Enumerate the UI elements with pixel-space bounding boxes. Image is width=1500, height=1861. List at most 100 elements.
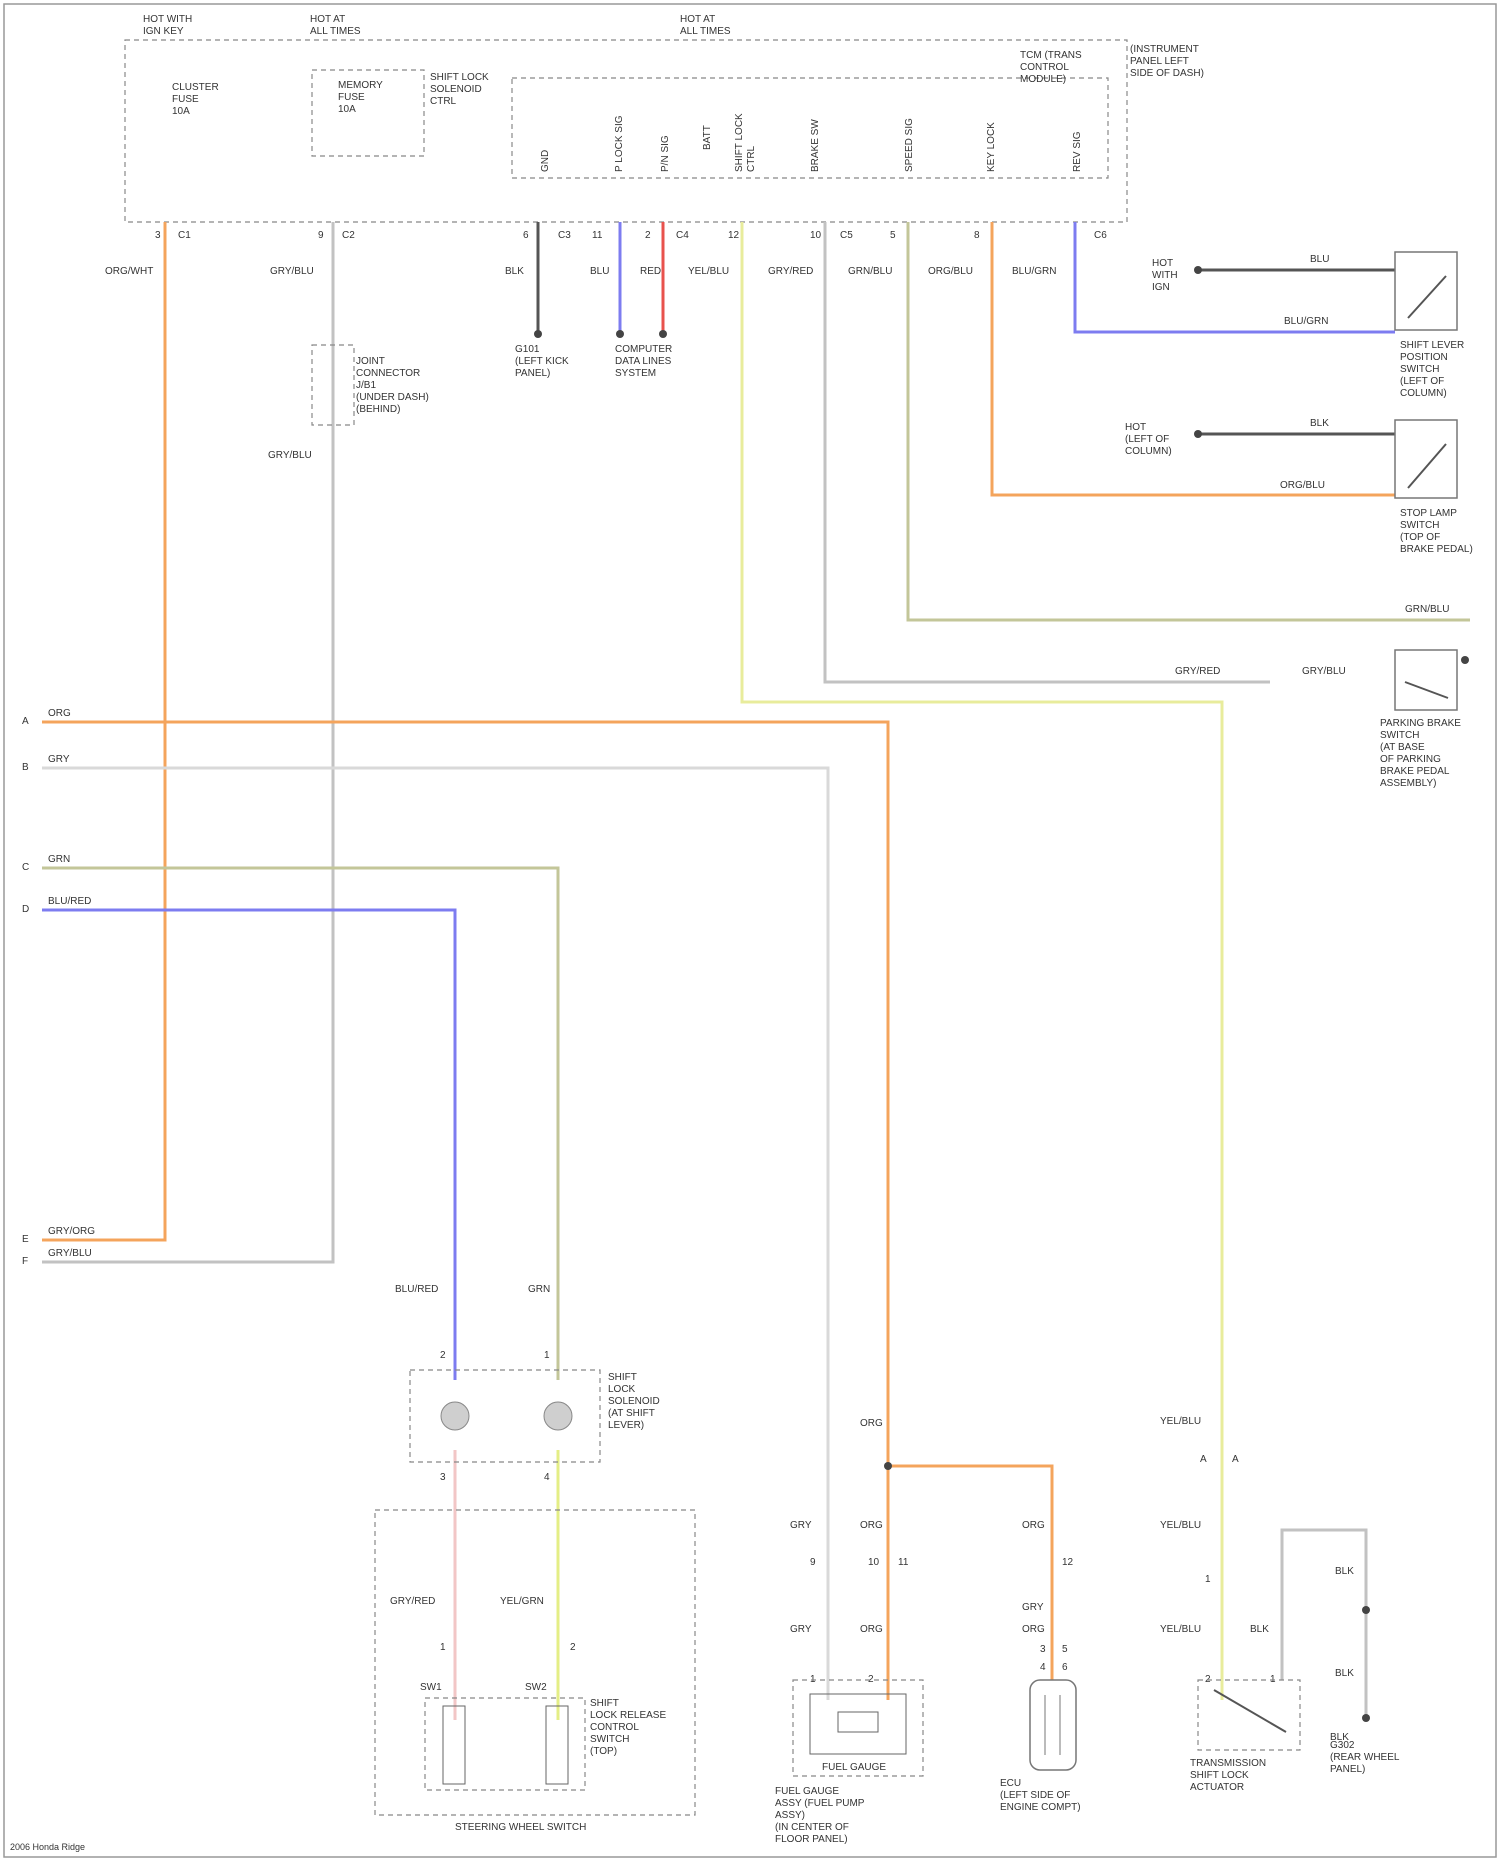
conn-6: C6	[1094, 230, 1107, 241]
wire-nodes	[534, 266, 1469, 1722]
actuator-wire-3: BLK	[1250, 1624, 1269, 1635]
brake-wire-a: GRY/RED	[1175, 666, 1220, 677]
actuator-pin-1: A	[1200, 1454, 1207, 1465]
steering-pin-2: 2	[570, 1642, 576, 1653]
left-ref-6: F	[22, 1256, 28, 1267]
ecu	[1030, 1680, 1076, 1770]
gauge-pin-7: 3	[1040, 1644, 1046, 1655]
solenoid-pin-2: 1	[544, 1350, 550, 1361]
org-top-label: ORG	[860, 1418, 883, 1429]
act-gnd-wire-2: BLK	[1335, 1668, 1354, 1679]
switch-mid-wire-b: ORG/BLU	[1280, 480, 1325, 491]
node-gnd-red	[659, 330, 667, 338]
actuator-top-label: YEL/BLU	[1160, 1416, 1201, 1427]
wire-label-9: ORG/BLU	[928, 266, 973, 277]
shift-lock-actuator	[1198, 1680, 1300, 1750]
switch-mid	[1395, 420, 1457, 498]
left-wire-4: BLU/RED	[48, 896, 91, 907]
conn-2: C2	[342, 230, 355, 241]
gauge-pin-9: 5	[1062, 1644, 1068, 1655]
gauge-pin-3: 11	[898, 1557, 909, 1568]
wire-org-branch	[888, 1466, 1052, 1680]
gauge-pin-1: 9	[810, 1557, 816, 1568]
steering-pin-4: SW2	[525, 1682, 547, 1693]
wire-label-3: BLK	[505, 266, 524, 277]
gauge-inner-frame	[810, 1694, 906, 1754]
gauge-wire-1: GRY	[790, 1520, 812, 1531]
pin-4: 11	[592, 230, 603, 241]
steering-pin-1: 1	[440, 1642, 446, 1653]
pin-sig-1: GND	[540, 150, 551, 172]
solenoid-pin-1: 2	[440, 1350, 446, 1361]
brake-switch-contact	[1405, 682, 1448, 698]
switch-top-contact	[1408, 276, 1446, 318]
module-tcm	[125, 40, 1127, 222]
inner-box-label: SHIFT LOCKSOLENOIDCTRL	[430, 72, 489, 107]
pin-1: 3	[155, 230, 161, 241]
wire-gry-blu	[42, 222, 333, 1262]
solenoid-wire-1: BLU/RED	[395, 1284, 438, 1295]
pin-sig-8: KEY LOCK	[986, 122, 997, 172]
solenoid-wire-2: GRN	[528, 1284, 550, 1295]
steering-inner-frame	[425, 1698, 585, 1790]
wire-gry-red	[825, 222, 1270, 682]
solenoid-pin-4: 4	[544, 1472, 550, 1483]
pin-sig-5: SHIFT LOCKCTRL	[734, 113, 757, 172]
wire-org-wht	[42, 222, 165, 1240]
gauge-wire-7: ORG	[1022, 1624, 1045, 1635]
left-wire-5: GRY/ORG	[48, 1226, 95, 1237]
wire-act-gnd	[1282, 1530, 1366, 1720]
act-gnd-wire-1: BLK	[1335, 1566, 1354, 1577]
switch-top-wire-a: BLU	[1310, 254, 1329, 265]
wires	[42, 222, 1470, 1720]
node-gnd-blk	[534, 330, 542, 338]
gauge-pin-2: 10	[868, 1557, 880, 1568]
pin-sig-2: P LOCK SIG	[614, 115, 625, 172]
pin-6: 12	[728, 230, 740, 241]
left-ref-4: D	[22, 904, 29, 915]
node-brake	[1461, 656, 1469, 664]
pin-2: 9	[318, 230, 324, 241]
steering-name: STEERING WHEEL SWITCH	[455, 1822, 586, 1833]
left-ref-1: A	[22, 716, 29, 727]
wire-left-blu	[42, 910, 455, 1380]
wire-label-1: ORG/WHT	[105, 266, 153, 277]
node-gnd-blu	[616, 330, 624, 338]
gauge-inner-label: FUEL GAUGE	[822, 1762, 886, 1773]
actuator-pin-3: 1	[1205, 1574, 1211, 1585]
wire-org-blu	[992, 222, 1395, 495]
pin-7: 10	[810, 230, 822, 241]
brake-wire-b: GRY/BLU	[1302, 666, 1346, 677]
switch-top-batt-label: HOTWITHIGN	[1152, 258, 1178, 293]
pin-3: 6	[523, 230, 529, 241]
pin-sig-9: REV SIG	[1072, 131, 1083, 172]
actuator-wire-1: YEL/BLU	[1160, 1520, 1201, 1531]
solenoid-coil-2	[544, 1402, 572, 1430]
ecu-frame	[1030, 1680, 1076, 1770]
left-ref-3: C	[22, 862, 29, 873]
node-act-gnd	[1362, 1606, 1370, 1614]
switch-top	[1395, 252, 1457, 330]
switch-top-frame	[1395, 252, 1457, 330]
pin-9: 8	[974, 230, 980, 241]
actuator-pin-2: A	[1232, 1454, 1239, 1465]
actuator-contact	[1214, 1690, 1286, 1732]
top-hot-1: HOT WITHIGN KEY	[143, 14, 192, 37]
gauge-pin-4: 12	[1062, 1557, 1074, 1568]
steering-wheel-switch	[375, 1510, 695, 1815]
left-wire-3: GRN	[48, 854, 70, 865]
parking-brake-switch	[1395, 650, 1457, 710]
actuator-frame	[1198, 1680, 1300, 1750]
node-org-branch	[884, 1462, 892, 1470]
pin-sig-6: BRAKE SW	[810, 119, 821, 172]
top-hot-2: HOT ATALL TIMES	[310, 14, 361, 37]
